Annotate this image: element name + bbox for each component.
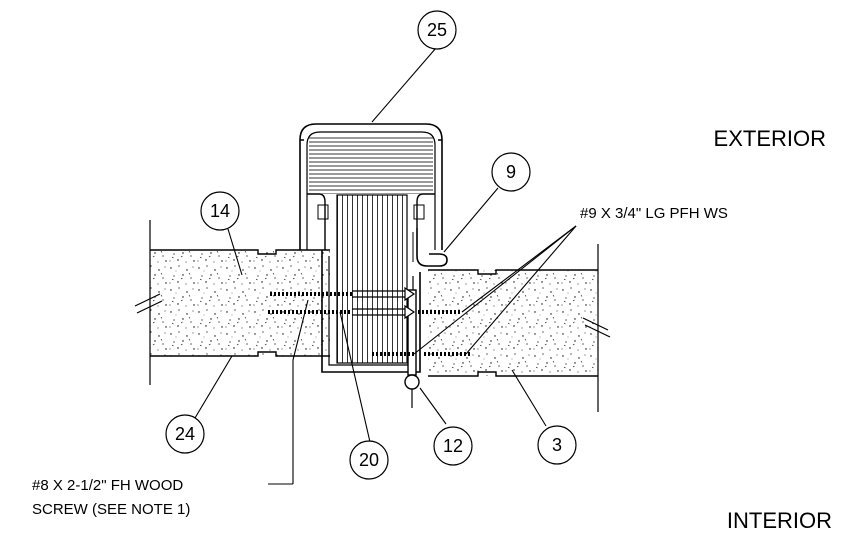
callout-9: 9 — [491, 152, 531, 192]
connector-spline — [336, 194, 408, 364]
right-panel — [428, 244, 611, 412]
wood-screw-note-line1: #8 X 2-1/2" FH WOOD — [32, 477, 183, 494]
wood-screws — [268, 286, 416, 320]
ws-screws — [372, 310, 470, 356]
callout-12: 12 — [433, 426, 473, 466]
callout-20-label: 20 — [359, 450, 379, 470]
interior-label: INTERIOR — [727, 508, 832, 533]
callout-24-label: 24 — [175, 424, 195, 444]
callout-25: 25 — [417, 10, 457, 50]
exterior-label: EXTERIOR — [714, 126, 826, 151]
callout-14: 14 — [200, 191, 240, 231]
leader-lines — [194, 47, 577, 485]
callout-25-label: 25 — [427, 20, 447, 40]
callout-9-label: 9 — [506, 162, 516, 182]
wood-screw-note-line2: SCREW (SEE NOTE 1) — [32, 501, 190, 518]
callout-20: 20 — [349, 440, 389, 480]
callout-14-label: 14 — [210, 201, 230, 221]
weather-seal — [412, 228, 448, 267]
ws-screw-note: #9 X 3/4" LG PFH WS — [580, 205, 728, 222]
callout-12-label: 12 — [443, 436, 463, 456]
callout-24: 24 — [165, 414, 205, 454]
callout-3: 3 — [537, 425, 577, 465]
cap-extrusion — [299, 123, 443, 250]
clip-key — [404, 289, 420, 408]
callout-3-label: 3 — [552, 435, 562, 455]
